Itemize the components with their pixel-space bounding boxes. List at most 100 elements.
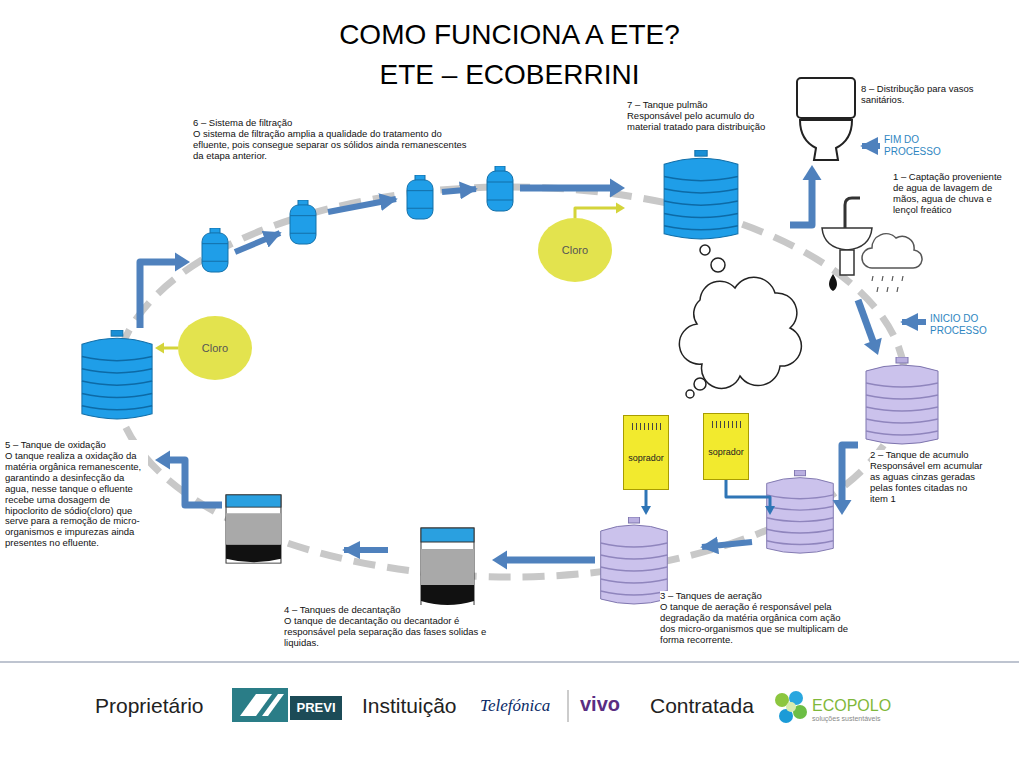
- filter-symbol: [407, 175, 433, 219]
- chlorine-circle: Cloro: [178, 316, 252, 380]
- step-box: 3 – Tanques de aeraçãoO tanque de aeraçã…: [595, 515, 855, 646]
- step-text: 7 – Tanque pulmão: [627, 100, 787, 111]
- connector-line: [169, 460, 222, 505]
- step-box: 1 – Captação proveniente de agua de lava…: [818, 170, 1015, 300]
- flow-arrow: [155, 451, 222, 506]
- sink-icon: [845, 198, 860, 228]
- flow-arrow: [726, 480, 775, 515]
- decanter-symbol: [421, 528, 474, 606]
- thought-cloud: [686, 390, 694, 398]
- arrow-head: [833, 500, 852, 515]
- filter-symbol: [202, 228, 228, 272]
- logo-text: vivo: [580, 693, 620, 716]
- blower-label: soprador: [708, 447, 744, 457]
- previ-logo: [262, 694, 284, 716]
- toilet-icon: [797, 78, 855, 160]
- arrow-head: [803, 165, 822, 180]
- step-text: 1 – Captação proveniente de agua de lava…: [893, 172, 1013, 216]
- step-text: O tanque de decantação ou decantador é r…: [284, 616, 489, 649]
- connector-line: [645, 490, 648, 507]
- step-text: 2 – Tanque de acumulo: [870, 450, 985, 461]
- toilet-icon: [800, 120, 852, 160]
- step-box: 2 – Tanque de acumuloResponsável em acum…: [858, 355, 988, 535]
- sink-icon: [822, 228, 872, 250]
- internal-arrow: [344, 547, 388, 553]
- thought-cloud: [711, 258, 725, 272]
- thought-cloud: [679, 245, 801, 398]
- connector-line: [726, 480, 770, 507]
- arrow-head: [175, 253, 190, 272]
- step-text: O tanque realiza a oxidação da matéria o…: [5, 451, 148, 549]
- connector-line: [140, 262, 176, 328]
- chlorine-label: Cloro: [562, 244, 588, 257]
- arrow-head: [864, 338, 882, 355]
- logo-text: ECOPOLO: [812, 697, 891, 715]
- sink-icon: [829, 274, 837, 291]
- step-text: O sistema de filtração amplia a qualidad…: [193, 129, 468, 162]
- toilet-icon: [797, 78, 855, 118]
- step-text: Responsável em acumular as aguas cinzas …: [870, 461, 985, 505]
- rain-cloud-icon: [872, 276, 903, 292]
- step-text: 5 – Tanque de oxidação: [5, 440, 148, 451]
- footer-rule: [0, 661, 1019, 663]
- previ-logo: [232, 688, 288, 722]
- footer-label: Instituição: [362, 694, 457, 718]
- step-text: 6 – Sistema de filtração: [193, 118, 468, 129]
- tank-symbol: [664, 150, 738, 239]
- arrow-head: [765, 506, 775, 515]
- rain-cloud-icon: [862, 234, 922, 292]
- connector-line: [790, 179, 812, 225]
- internal-arrow: [902, 319, 926, 325]
- step-text: 3 – Tanques de aeração: [660, 591, 853, 602]
- flow-arrow: [140, 253, 190, 329]
- previ-logo: [290, 696, 342, 720]
- connector-line: [506, 557, 595, 564]
- connector-line: [575, 208, 617, 218]
- footer-label: Contratada: [650, 694, 754, 718]
- process-loop: [115, 187, 905, 577]
- connector-line: [842, 445, 858, 501]
- flow-arrow: [858, 300, 882, 355]
- step-box: 7 – Tanque pulmãoResponsável pelo acumul…: [625, 98, 790, 243]
- process-marker: FIM DO PROCESSO: [884, 134, 942, 158]
- step-text: 8 – Distribução para vasos sanitários.: [861, 84, 1011, 106]
- blower-box: soprador: [703, 413, 749, 480]
- sink-icon: [822, 198, 872, 291]
- thought-cloud: [700, 245, 710, 255]
- flow-arrow: [790, 165, 822, 225]
- blower-label: soprador: [628, 453, 664, 463]
- flow-arrow: [492, 551, 595, 570]
- internal-arrow: [442, 189, 476, 192]
- thought-cloud: [679, 277, 801, 388]
- connector-line: [163, 347, 178, 350]
- internal-arrow: [328, 199, 396, 212]
- decanter-symbol: [226, 495, 474, 606]
- logo-text: soluções sustentáveis: [812, 715, 880, 722]
- tank-symbol: [866, 357, 938, 444]
- arrow-head: [641, 506, 651, 515]
- step-text: O tanque de aeração é responsável pela d…: [660, 602, 853, 646]
- step-box: 6 – Sistema de filtraçãoO sistema de fil…: [190, 115, 520, 275]
- connector-line: [520, 185, 611, 192]
- internal-arrow: [702, 542, 752, 547]
- tank-symbol: [82, 330, 152, 419]
- arrow-head: [610, 179, 625, 198]
- process-marker: INICIO DO PROCESSO: [930, 313, 996, 337]
- chlorine-label: Cloro: [202, 342, 228, 355]
- tank-symbol: [601, 517, 668, 604]
- footer-label: Proprietário: [95, 694, 204, 718]
- blower-box: soprador: [623, 415, 669, 490]
- step-text: 4 – Tanques de decantação: [284, 605, 489, 616]
- logo-text: Telefónica: [480, 696, 550, 716]
- ecopolo-logo: [775, 691, 807, 723]
- flow-arrow: [641, 490, 651, 515]
- internal-arrow: [235, 146, 926, 550]
- chlorine-line: [575, 203, 625, 219]
- sink-icon: [840, 250, 854, 275]
- arrow-head: [155, 451, 170, 470]
- tank-symbol: [767, 470, 834, 553]
- tank-symbol: [82, 150, 938, 604]
